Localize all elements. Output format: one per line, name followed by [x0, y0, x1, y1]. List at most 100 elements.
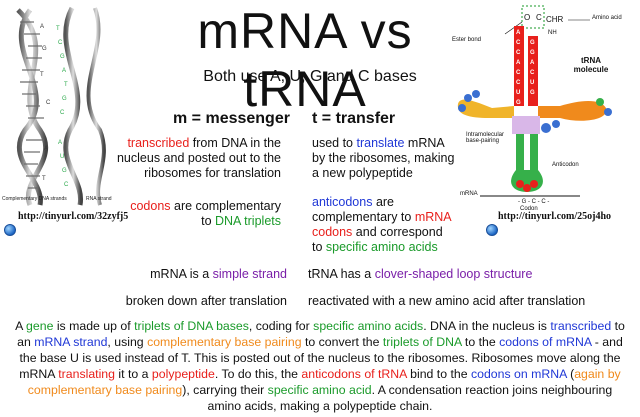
term-codons: codons	[130, 199, 171, 213]
svg-text:T: T	[56, 26, 60, 32]
trna-anticodon-text: anticodons are complementary to mRNA cod…	[312, 195, 452, 254]
term-dna-triplets: DNA triplets	[215, 214, 281, 228]
paragraph-text: A	[15, 319, 27, 333]
trna-structure-text: tRNA has a clover-shaped loop structure	[308, 267, 533, 281]
svg-text:U: U	[516, 90, 520, 96]
term-clover-structure: clover-shaped loop structure	[374, 267, 533, 281]
svg-text:U: U	[530, 80, 534, 86]
svg-text:A: A	[40, 24, 44, 30]
svg-text:G: G	[530, 90, 535, 96]
svg-text:C: C	[64, 182, 69, 188]
svg-text:C: C	[536, 13, 542, 22]
paragraph-text: , using	[107, 335, 148, 349]
left-image-url[interactable]: http://tinyurl.com/32zyfj5	[18, 211, 129, 222]
paragraph-term: anticodons of tRNA	[301, 367, 407, 381]
t-heading: t = transfer	[312, 110, 396, 127]
svg-text:T: T	[64, 82, 68, 88]
mrna-transcription-text: transcribed from DNA in the nucleus and …	[116, 136, 281, 180]
anticodon-label: Anticodon	[552, 162, 579, 168]
svg-text:C: C	[60, 110, 65, 116]
m-heading: m = messenger	[173, 110, 290, 127]
ester-bond-box	[521, 5, 545, 29]
paragraph-term: codons on mRNA	[470, 367, 567, 381]
trna-molecule-label: tRNA molecule	[573, 56, 609, 74]
paragraph-text: . To do this, the	[214, 367, 302, 381]
svg-text:T: T	[42, 176, 46, 182]
trna-fate-text: reactivated with a new amino acid after …	[308, 294, 586, 308]
paragraph-text: is made up of	[53, 319, 135, 333]
svg-text:A: A	[44, 146, 48, 152]
paragraph-text: it to a	[115, 367, 152, 381]
paragraph-text: - and the base U is used instead of T. T…	[19, 335, 623, 381]
paragraph-text: bind to the	[406, 367, 471, 381]
page-title: mRNA vs tRNA	[197, 3, 413, 117]
globe-icon[interactable]	[4, 224, 16, 236]
svg-text:NH: NH	[548, 30, 557, 36]
svg-text:G: G	[516, 100, 521, 106]
paragraph-term: mRNA strand	[34, 335, 108, 349]
svg-text:T: T	[40, 72, 44, 78]
paragraph-text: . DNA in the nucleus is	[423, 319, 551, 333]
ester-bond-label: Ester bond	[452, 37, 482, 43]
svg-text:A: A	[516, 30, 521, 36]
svg-text:C: C	[530, 70, 535, 76]
globe-icon-right[interactable]	[486, 224, 498, 236]
svg-text:A: A	[58, 140, 62, 146]
summary-paragraph: A gene is made up of triplets of DNA bas…	[10, 318, 630, 414]
paragraph-term: specific amino acids	[313, 319, 424, 333]
svg-text:G: G	[60, 54, 65, 60]
paragraph-term: complementary base pairing	[147, 335, 302, 349]
svg-text:G: G	[530, 50, 535, 56]
svg-text:U: U	[60, 154, 64, 160]
term-simple-strand: simple strand	[212, 267, 287, 281]
svg-text:A: A	[62, 68, 66, 74]
paragraph-text: (	[566, 367, 575, 381]
term-codons-t: codons	[312, 225, 353, 239]
paragraph-term: specific amino acid	[267, 383, 372, 397]
term-transcribed: transcribed	[127, 136, 190, 150]
svg-text:G: G	[530, 40, 535, 46]
codon-bases-label: - G - C - C -	[518, 199, 550, 205]
term-translate: translate	[356, 136, 405, 150]
term-anticodons: anticodons	[312, 195, 373, 209]
amino-acid-label: Amino acid	[592, 15, 622, 21]
svg-text:A: A	[516, 60, 521, 66]
page-subtitle: Both use A, U, G and C bases	[203, 68, 417, 85]
paragraph-term: triplets of DNA bases	[134, 319, 249, 333]
svg-text:C: C	[516, 70, 521, 76]
paragraph-term: codons of mRNA	[499, 335, 592, 349]
dna-helix-illustration: TCG ATG CAU GC AGT CAT	[16, 6, 106, 206]
trna-translation-text: used to translate mRNA by the ribosomes,…	[312, 136, 455, 180]
paragraph-text: ), carrying their	[182, 383, 268, 397]
intramolecular-label: Intramolecular base-pairing	[466, 132, 505, 144]
svg-text:A: A	[530, 60, 535, 66]
right-image-url[interactable]: http://tinyurl.com/25oj4ho	[498, 211, 612, 222]
paragraph-term: transcribed	[550, 319, 612, 333]
paragraph-text: to the	[461, 335, 500, 349]
svg-text:O: O	[524, 13, 530, 22]
trna-cloverleaf-illustration: O C CHR NH ACC ACC UG GGA CUG	[457, 5, 612, 197]
svg-text:G: G	[62, 168, 67, 174]
dna-label-left: Complementary DNA strands	[2, 196, 67, 202]
paragraph-text: . A condensation reaction joins neighbou…	[207, 383, 613, 413]
paragraph-text: , coding for	[248, 319, 314, 333]
paragraph-text: to convert the	[301, 335, 383, 349]
dna-label-right: RNA strand	[86, 196, 112, 202]
svg-text:C: C	[516, 50, 521, 56]
term-mrna: mRNA	[414, 210, 452, 224]
term-specific-amino-acids: specific amino acids	[325, 240, 438, 254]
svg-text:C: C	[516, 40, 521, 46]
mrna-codon-text: codons are complementary to DNA triplets	[130, 199, 281, 228]
paragraph-term: triplets of DNA	[382, 335, 462, 349]
svg-text:C: C	[58, 40, 63, 46]
svg-text:G: G	[62, 96, 67, 102]
codon-label: Codon	[520, 206, 538, 212]
svg-text:G: G	[42, 46, 47, 52]
paragraph-term: again by complementary base pairing	[27, 367, 621, 397]
paragraph-term: gene	[26, 319, 54, 333]
svg-text:C: C	[516, 80, 521, 86]
mrna-fate-text: broken down after translation	[125, 294, 287, 308]
mrna-structure-text: mRNA is a simple strand	[150, 267, 287, 281]
